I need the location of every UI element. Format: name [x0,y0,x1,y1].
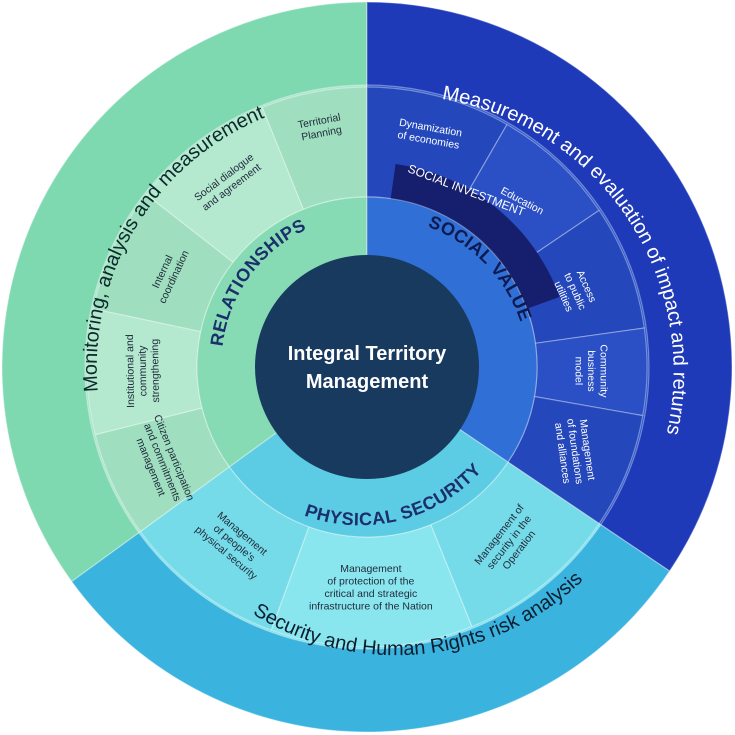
social-value-community-business-line-2: business [585,350,597,391]
social-value-community-business-line-3: model [572,357,584,386]
relationships-institutional-strengthening-line-2: community [137,345,150,397]
social-value-community-business: Communitybusinessmodel [572,344,609,398]
center-title-line2: Management [306,371,429,393]
physical-security-infrastructure-line-3: critical and strategic [324,588,417,600]
physical-security-infrastructure-line-2: of protection of the [327,576,414,588]
relationships-institutional-strengthening-line-1: Institutional and [124,334,137,408]
relationships-citizen-participation: Citizen participationand commitmentsmana… [128,413,197,512]
center-circle [255,255,479,479]
physical-security-infrastructure-line-4: infrastructure of the Nation [309,601,433,613]
social-value-community-business-line-1: Community [597,344,609,398]
relationships-institutional-strengthening: Institutional andcommunitystrengthening [124,334,162,408]
physical-security-infrastructure-line-1: Management [340,563,401,575]
center-title-line1: Integral Territory [288,343,447,365]
relationships-institutional-strengthening-line-3: strengthening [149,339,162,403]
